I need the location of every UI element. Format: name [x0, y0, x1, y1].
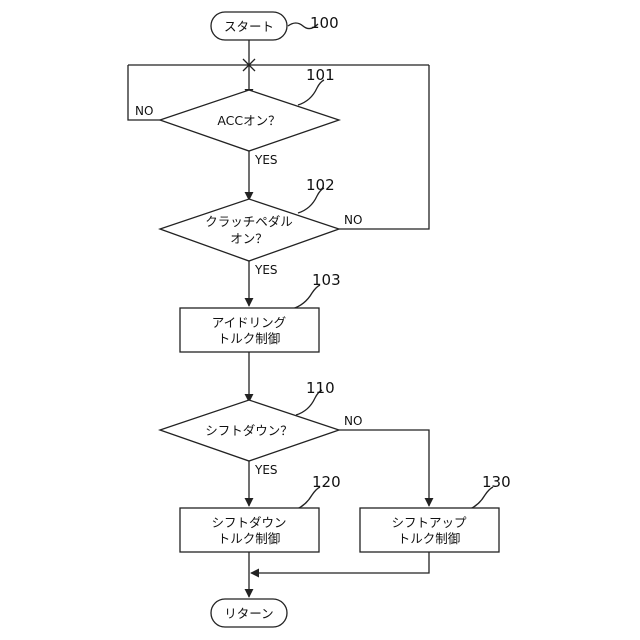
ref-100: 100 [310, 14, 339, 32]
idling-label-line1: アイドリング [212, 315, 286, 330]
ref-103: 103 [312, 271, 341, 289]
edge-shiftup-merge [251, 552, 429, 573]
shiftdown-yes-label: YES [254, 463, 278, 477]
clutch-no-label: NO [344, 213, 362, 227]
node-acc-decision: ACCオン？ [160, 90, 339, 151]
idling-label-line2: トルク制御 [218, 331, 281, 346]
ref-102: 102 [306, 176, 335, 194]
ref-120: 120 [312, 473, 341, 491]
shiftdown-label-line1: シフトダウン [211, 515, 286, 530]
acc-label: ACCオン？ [217, 113, 280, 128]
shiftup-label-line1: シフトアップ [391, 515, 467, 530]
shiftdown-label-line2: トルク制御 [218, 531, 281, 546]
node-clutch-decision: クラッチペダル オン？ [160, 199, 339, 261]
clutch-yes-label: YES [254, 263, 278, 277]
ref-130: 130 [482, 473, 511, 491]
start-label: スタート [224, 19, 274, 34]
clutch-label-line2: オン？ [230, 231, 268, 246]
node-shiftdown-process: シフトダウン トルク制御 [180, 508, 319, 552]
node-return: リターン [211, 599, 287, 627]
ref-101: 101 [306, 66, 335, 84]
node-shiftdown-decision: シフトダウン？ [160, 400, 339, 461]
reference-numbers: 100 101 102 103 110 120 130 [306, 14, 511, 491]
shiftdown-q-label: シフトダウン？ [205, 423, 293, 438]
reference-leaders [288, 23, 493, 511]
edge-shiftdown-no [339, 430, 429, 506]
shiftup-label-line2: トルク制御 [398, 531, 461, 546]
node-start: スタート [211, 12, 287, 40]
node-shiftup-process: シフトアップ トルク制御 [360, 508, 499, 552]
clutch-label-line1: クラッチペダル [205, 214, 293, 229]
node-idling-process: アイドリング トルク制御 [180, 308, 319, 352]
acc-no-label: NO [135, 104, 153, 118]
ref-110: 110 [306, 379, 335, 397]
acc-yes-label: YES [254, 153, 278, 167]
clutch-diamond [160, 199, 339, 261]
shiftdown-no-label: NO [344, 414, 362, 428]
return-label: リターン [224, 606, 273, 621]
edge-clutch-no-loop [339, 65, 429, 229]
